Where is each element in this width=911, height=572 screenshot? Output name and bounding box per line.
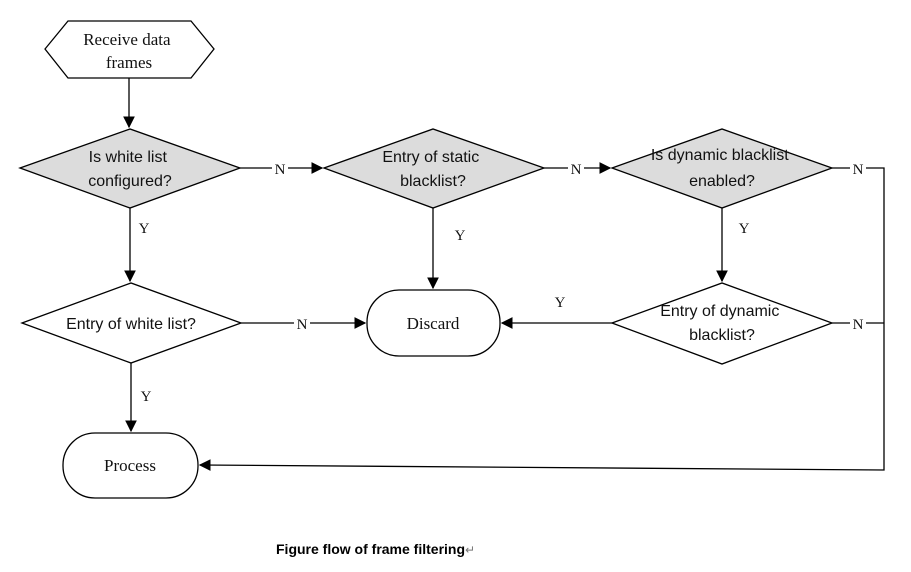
dynamic-blacklist-enabled-label: Is dynamic blacklist enabled? — [651, 147, 793, 190]
receive-frames-shape — [44, 20, 215, 79]
discard-shape — [366, 289, 501, 357]
label-no-white-entry: N — [297, 317, 308, 333]
white-list-entry-label: Entry of white list? — [66, 316, 196, 333]
label-yes-white-configured: Y — [139, 221, 150, 237]
label-no-white-configured: N — [275, 162, 286, 178]
static-blacklist-shape — [322, 128, 546, 209]
label-yes-white-entry: Y — [141, 389, 152, 405]
dynamic-blacklist-entry-label: Entry of dynamic blacklist? — [660, 303, 784, 344]
label-yes-dynamic-entry: Y — [555, 295, 566, 311]
process-shape — [62, 432, 199, 499]
static-blacklist-label: Entry of static blacklist? — [382, 149, 483, 190]
receive-frames-label: Receive data frames — [83, 30, 175, 72]
dynamic-blacklist-entry-shape — [610, 282, 834, 365]
discard-label: Discard — [407, 314, 460, 333]
process-label: Process — [104, 456, 156, 475]
label-yes-static: Y — [455, 228, 466, 244]
label-yes-dynamic-enabled: Y — [739, 221, 750, 237]
paragraph-mark: ↵ — [465, 543, 476, 557]
figure-caption: Figure flow of frame filtering↵ — [276, 541, 475, 557]
dynamic-blacklist-enabled-shape — [610, 128, 834, 209]
label-no-dynamic-enabled: N — [853, 162, 864, 178]
figure-caption-text: Figure flow of frame filtering — [276, 541, 466, 557]
label-no-dynamic-entry: N — [853, 317, 864, 333]
white-list-configured-label: Is white list configured? — [88, 149, 172, 190]
white-list-configured-shape — [18, 128, 242, 209]
label-no-static: N — [571, 162, 582, 178]
